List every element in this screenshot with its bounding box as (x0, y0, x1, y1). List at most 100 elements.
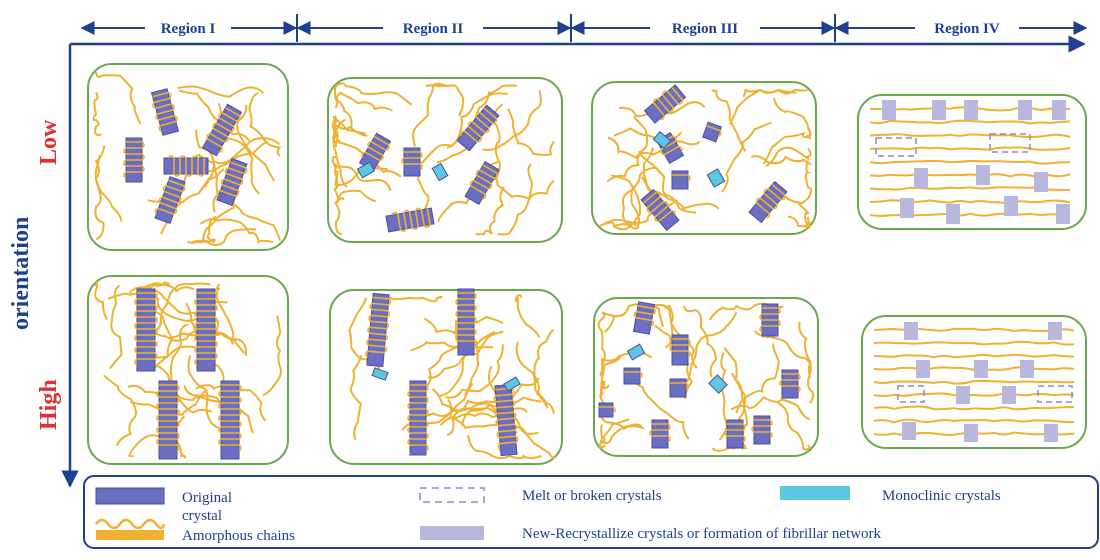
amorphous-chain (95, 71, 142, 125)
original-crystal (154, 175, 186, 225)
original-crystal (759, 303, 781, 337)
original-crystal (218, 380, 242, 460)
amorphous-chain (765, 146, 812, 167)
fibril-chain (869, 146, 1071, 151)
recrystallized-crystal (916, 360, 930, 378)
panel-high-region-2 (329, 289, 563, 465)
amorphous-chain (599, 388, 643, 431)
amorphous-chain (446, 92, 508, 149)
amorphous-chain (154, 364, 228, 409)
amorphous-chain (507, 108, 555, 156)
original-crystal (643, 84, 687, 124)
amorphous-chain (94, 154, 105, 241)
amorphous-chain (730, 396, 811, 420)
amorphous-chain (597, 311, 618, 366)
axes: Low High orientation (8, 35, 1086, 488)
amorphous-chain (481, 112, 501, 192)
region-3-label: Region III (672, 21, 738, 37)
legend-original-text: Original crystal (182, 490, 236, 524)
monoclinic-crystal (706, 168, 726, 188)
amorphous-chain (177, 85, 264, 98)
legend-monoclinic-text: Monoclinic crystals (882, 488, 1001, 504)
legend-recrystal-swatch (420, 526, 484, 540)
amorphous-chain (484, 172, 555, 201)
original-crystal (150, 88, 180, 136)
legend: Original crystal Amorphous chains Melt o… (83, 475, 1099, 549)
amorphous-chain (331, 156, 392, 192)
melt-crystal (989, 133, 1031, 153)
recrystallized-crystal (956, 386, 970, 404)
melt-crystal (875, 137, 917, 157)
original-crystal (365, 292, 392, 368)
original-crystal (493, 383, 519, 457)
panel-low-region-4 (857, 94, 1087, 230)
recrystallized-crystal (1048, 322, 1062, 340)
amorphous-chain (777, 401, 812, 451)
amorphous-chain (475, 186, 505, 236)
original-crystal (455, 288, 477, 356)
recrystallized-crystal (900, 198, 914, 218)
amorphous-chain (497, 163, 533, 236)
monoclinic-crystal (356, 161, 376, 179)
original-crystal (671, 170, 691, 190)
amorphous-chain (598, 418, 630, 450)
crystal-blocks (123, 84, 1073, 460)
recrystallized-crystal (914, 168, 928, 188)
amorphous-chain (466, 435, 542, 460)
amorphous-chain (438, 319, 468, 398)
amorphous-chain (754, 330, 812, 379)
original-crystal (751, 415, 773, 445)
monoclinic-crystal (708, 374, 728, 394)
amorphous-chain (128, 281, 171, 294)
amorphous-chain (108, 284, 123, 370)
amorphous-chain (606, 116, 649, 183)
legend-monoclinic-swatch (780, 486, 850, 500)
recrystallized-crystal (974, 360, 988, 378)
legend-melt-text: Melt or broken crystals (522, 488, 662, 504)
amorphous-chains (92, 71, 1075, 460)
monoclinic-crystal (503, 376, 521, 392)
recrystallized-crystal (1004, 196, 1018, 216)
amorphous-chain (445, 344, 504, 399)
amorphous-chain (199, 218, 274, 245)
melt-crystal (897, 385, 925, 403)
recrystallized-crystal (1018, 100, 1032, 120)
legend-amorphous-text: Amorphous chains (182, 528, 295, 544)
monoclinic-crystal (431, 162, 449, 182)
amorphous-chain (425, 84, 465, 117)
amorphous-chain (735, 342, 780, 414)
original-crystal (632, 301, 657, 335)
recrystallized-crystal (902, 422, 916, 440)
amorphous-chain (621, 166, 656, 227)
amorphous-chain (686, 311, 738, 383)
fibril-chain (869, 119, 1071, 125)
legend-recrystal-text: New-Recrystallize crystals or formation … (522, 526, 882, 542)
amorphous-chain (333, 85, 368, 137)
original-crystal (464, 160, 500, 206)
amorphous-chain (721, 121, 772, 193)
amorphous-chain (599, 190, 640, 230)
recrystallized-crystal (882, 100, 896, 120)
panel-low-region-3 (591, 81, 817, 235)
recrystallized-crystal (1044, 424, 1058, 442)
fibril-chain (869, 159, 1071, 165)
recrystallized-crystal (964, 424, 978, 442)
fibril-chain (873, 392, 1075, 397)
recrystallized-crystal (964, 100, 978, 120)
original-crystal (702, 121, 722, 143)
recrystallized-crystal (1052, 100, 1066, 120)
amorphous-chain (599, 380, 610, 390)
fibril-chain (873, 340, 1075, 346)
recrystallized-crystal (1020, 360, 1034, 378)
amorphous-chain (664, 304, 698, 369)
amorphous-chain (797, 202, 812, 231)
original-crystal (748, 180, 788, 224)
high-label: High (36, 379, 62, 430)
fibril-chain (873, 405, 1075, 411)
monoclinic-crystal (626, 343, 646, 361)
amorphous-chain (711, 89, 747, 152)
amorphous-chain (410, 330, 496, 352)
original-crystal (163, 155, 209, 177)
region-1-label: Region I (161, 21, 216, 37)
